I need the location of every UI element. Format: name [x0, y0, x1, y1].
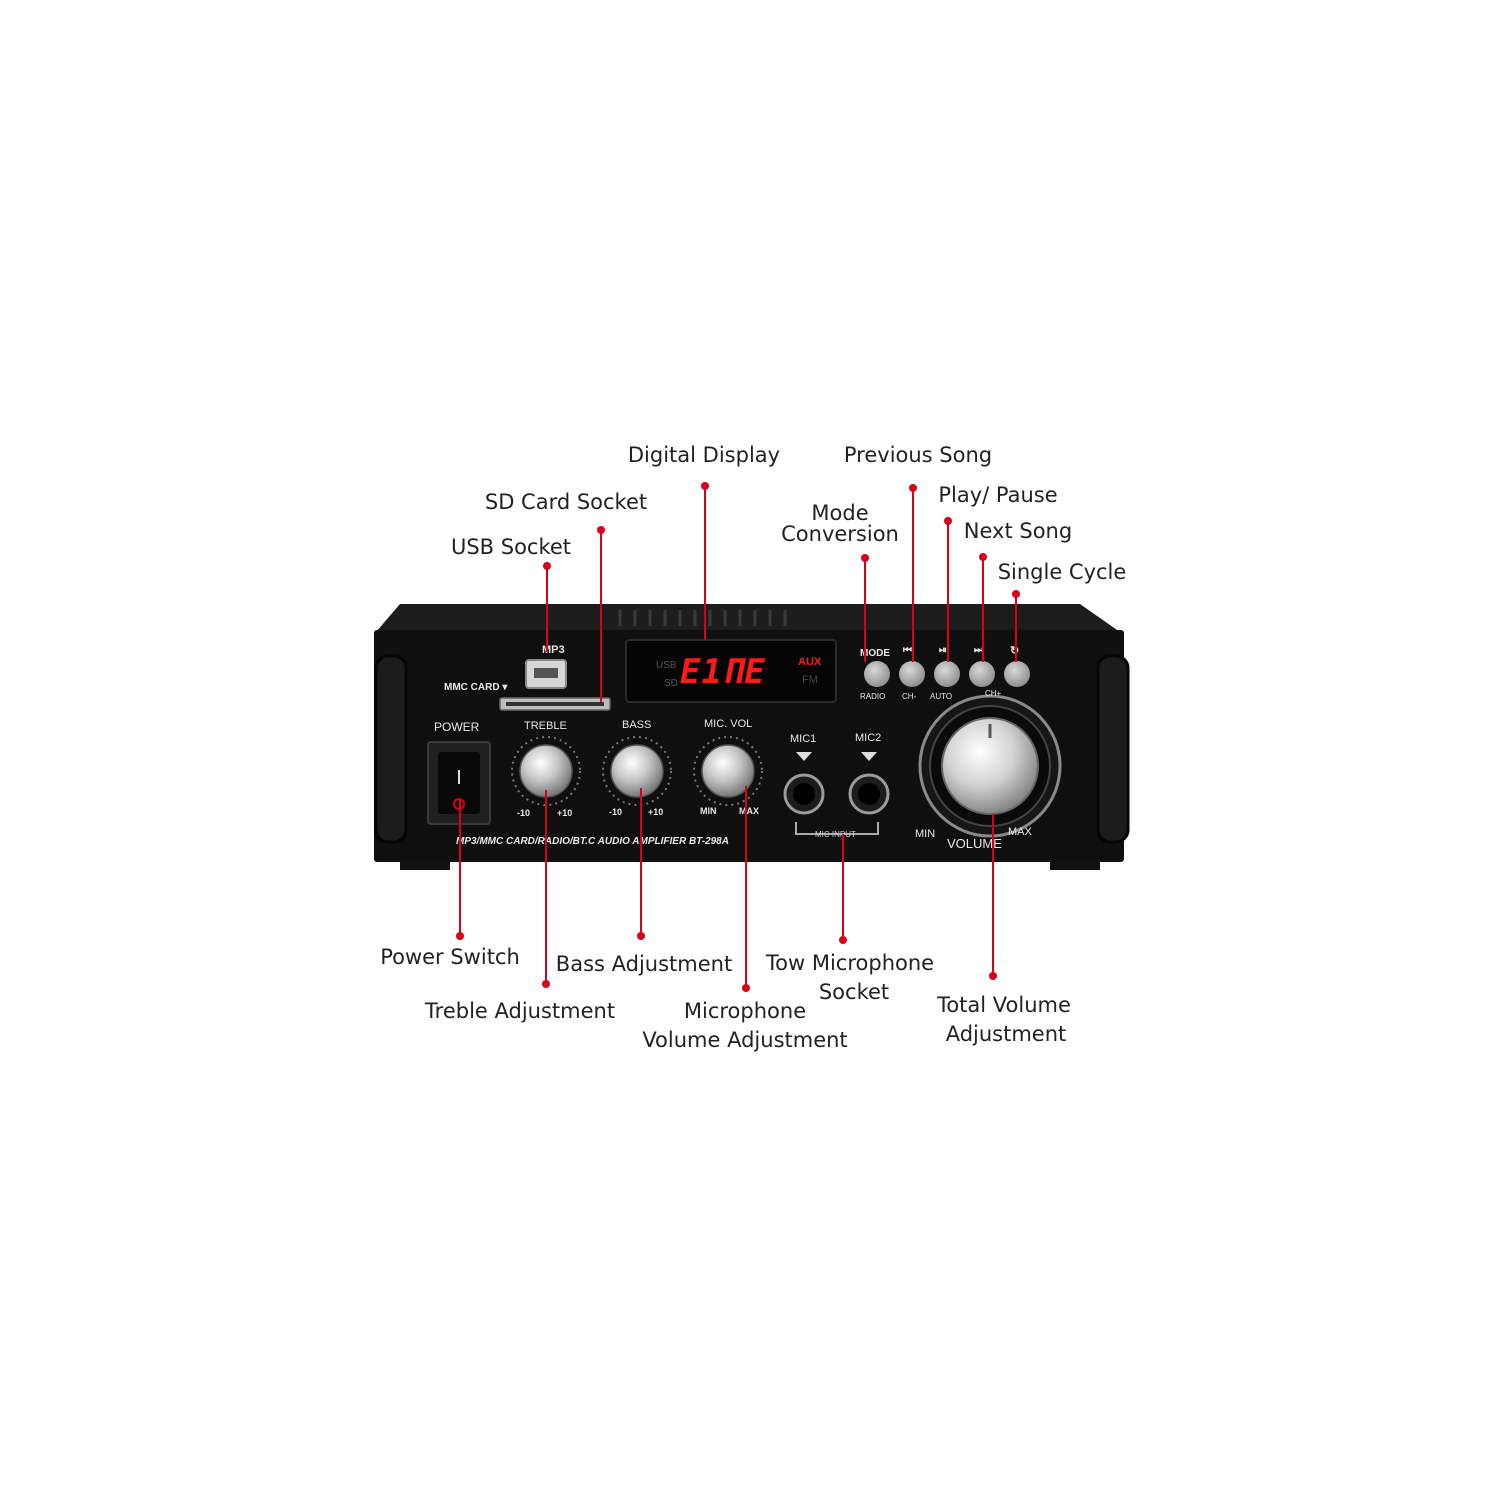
bass-min-label: -10	[609, 807, 623, 817]
callout-tow-microphone-line2: Socket	[818, 980, 890, 1004]
leader-dot-mic-socket	[839, 936, 847, 944]
leader-dot-display	[701, 482, 709, 490]
treble-min-label: -10	[517, 808, 531, 818]
amplifier-device: MP3 MMC CARD ▾ POWER TREBLE BASS MIC. VO…	[360, 596, 1150, 896]
treble-label: TREBLE	[524, 720, 567, 732]
display-fm-indicator: FM	[802, 674, 818, 686]
leader-dot-total-volume	[989, 972, 997, 980]
callout-digital-display: Digital Display	[627, 443, 781, 467]
callout-next-song: Next Song	[963, 519, 1073, 543]
display-aux-indicator: AUX	[798, 656, 822, 668]
callout-mic-volume-line1: Microphone	[683, 999, 807, 1023]
callout-usb-socket: USB Socket	[450, 535, 572, 559]
mic-input-label: MIC INPUT	[815, 830, 856, 839]
leader-dot-usb	[543, 562, 551, 570]
mic-vol-max-label: MAX	[739, 806, 759, 816]
mic1-label: MIC1	[790, 733, 817, 745]
leader-dot-power	[456, 932, 464, 940]
play-pause-icon: ⏯	[939, 645, 947, 656]
mode-label: MODE	[860, 648, 890, 659]
callout-total-volume-line1: Total Volume	[937, 993, 1071, 1017]
leader-dot-mic-volume	[742, 984, 750, 992]
leader-dot-mode	[861, 554, 869, 562]
leader-line-power	[459, 800, 461, 936]
display-sd-indicator: SD	[664, 678, 678, 689]
callout-bass-adjustment: Bass Adjustment	[555, 952, 733, 976]
power-label: POWER	[434, 720, 480, 734]
leader-dot-sd	[597, 526, 605, 534]
amplifier-body-graphic	[374, 604, 1130, 870]
leader-dot-play	[944, 517, 952, 525]
mmc-card-label: MMC CARD ▾	[444, 682, 508, 693]
bass-label: BASS	[622, 719, 652, 731]
model-line-label: MP3/MMC CARD/RADIO/BT.C AUDIO AMPLIFIER …	[456, 836, 729, 847]
callout-power-switch: Power Switch	[380, 945, 520, 969]
bass-max-label: +10	[648, 807, 664, 817]
callout-previous-song: Previous Song	[843, 443, 993, 467]
leader-line-sd	[600, 530, 602, 702]
volume-max-label: MAX	[1008, 826, 1032, 838]
leader-dot-previous	[909, 484, 917, 492]
leader-dot-treble	[542, 980, 550, 988]
callout-mode-conversion-line1: Mode	[811, 501, 869, 525]
callout-total-volume-line2: Adjustment	[945, 1022, 1067, 1046]
leader-line-total-volume	[992, 814, 994, 976]
mic2-label: MIC2	[855, 732, 882, 744]
leader-dot-cycle	[1012, 590, 1020, 598]
callout-sd-card-socket: SD Card Socket	[484, 490, 648, 514]
callout-tow-microphone-line1: Tow Microphone	[765, 951, 935, 975]
callout-mic-volume-line2: Volume Adjustment	[642, 1028, 848, 1052]
next-track-icon: ⏭	[974, 645, 983, 656]
leader-line-next	[982, 557, 984, 662]
leader-line-display	[704, 486, 706, 640]
leader-line-mic-socket	[842, 834, 844, 940]
callout-play-pause: Play/ Pause	[938, 483, 1058, 507]
leader-line-play	[947, 521, 949, 662]
repeat-icon: ↻	[1010, 644, 1019, 657]
leader-line-cycle	[1015, 594, 1017, 662]
callout-mode-conversion-line2: Conversion	[781, 522, 899, 546]
radio-label: RADIO	[860, 692, 886, 701]
leader-line-mode	[864, 558, 866, 662]
callout-single-cycle: Single Cycle	[997, 560, 1127, 584]
leader-dot-next	[979, 553, 987, 561]
leader-line-previous	[912, 488, 914, 662]
leader-line-treble	[545, 790, 547, 984]
auto-label: AUTO	[930, 692, 953, 701]
ch-minus-label: CH-	[902, 692, 917, 701]
display-usb-indicator: USB	[656, 660, 677, 671]
leader-dot-bass	[637, 932, 645, 940]
ch-plus-label: CH+	[985, 689, 1002, 698]
callout-treble-adjustment: Treble Adjustment	[424, 999, 616, 1023]
treble-max-label: +10	[557, 808, 573, 818]
leader-line-usb	[546, 566, 548, 652]
display-readout: E1ΠE	[680, 652, 766, 692]
previous-track-icon: ⏮	[903, 645, 912, 656]
mic-vol-label: MIC. VOL	[704, 718, 753, 730]
leader-line-mic-volume	[745, 786, 747, 988]
volume-min-label: MIN	[915, 828, 936, 840]
mic-vol-min-label: MIN	[700, 806, 717, 816]
volume-label: VOLUME	[947, 836, 1002, 851]
leader-line-bass	[640, 788, 642, 936]
